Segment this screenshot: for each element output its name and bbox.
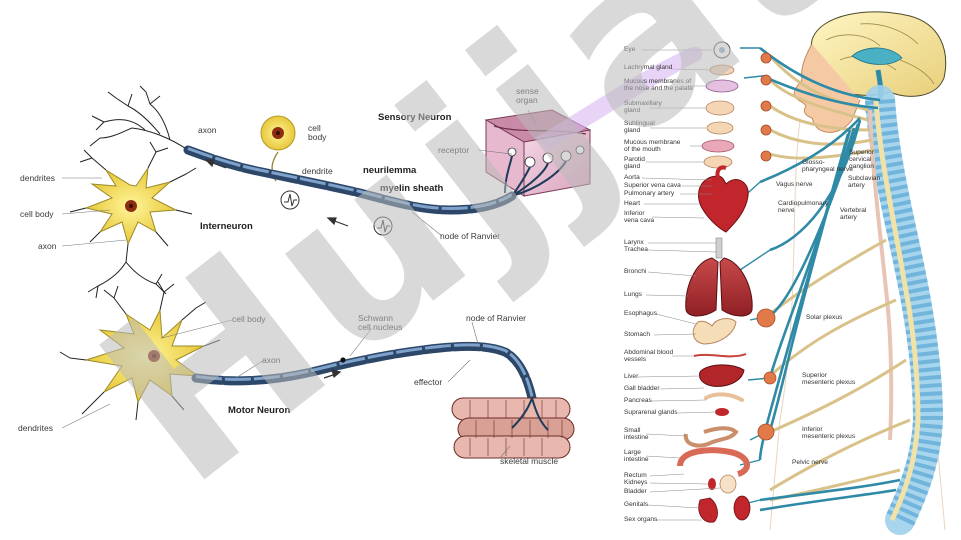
label-eye: Eye [624, 46, 636, 53]
motor-neuron-title: Motor Neuron [228, 405, 291, 416]
label-inferior-mesenteric-plexus: Inferior mesenteric plexus [802, 426, 856, 440]
label-sex-organs: Sex organs [624, 516, 658, 523]
impulse-icon [280, 190, 393, 236]
label-glossopharyngeal-nerve: Glosso- pharyngeal nerve [802, 159, 853, 173]
label-effector: effector [414, 377, 443, 387]
label-bronchi: Bronchi [624, 268, 647, 275]
label-genitals: Genitals [624, 501, 649, 508]
label-liver: Liver [624, 373, 639, 380]
label-mucous-mouth: Mucous membrane of the mouth [624, 139, 681, 153]
label-pelvic-nerve: Pelvic nerve [792, 459, 828, 466]
label-axon-motor: axon [262, 355, 281, 365]
label-cell-body-left: cell body [20, 209, 54, 219]
label-kidneys: Kidneys [624, 479, 648, 486]
label-rectum: Rectum [624, 472, 647, 479]
label-receptor: receptor [438, 145, 470, 155]
label-superior-cervical-ganglion: Superior cervical ganglion [849, 149, 874, 170]
ganglia [756, 52, 777, 441]
label-inferior-vena-cava: Inferior vena cava [624, 210, 655, 224]
label-cell-body-motor: cell body [232, 314, 266, 324]
label-solar-plexus: Solar plexus [806, 314, 843, 321]
label-dendrite: dendrite [302, 166, 333, 176]
label-mucous-nose-palate: Mucous membranes of the nose and the pal… [624, 78, 693, 92]
label-dendrites-bottom: dendrites [18, 423, 53, 433]
label-axon-left: axon [38, 241, 57, 251]
sensory-neuron-title: Sensory Neuron [378, 112, 452, 123]
label-esophagus: Esophagus [624, 310, 657, 317]
neuron-leader-lines [61, 109, 537, 459]
label-vertebral-artery: Vertebral artery [840, 207, 867, 221]
autonomic-system [637, 11, 947, 535]
label-small-intestine: Small intestine [624, 427, 649, 441]
sensory-cell-body [260, 115, 296, 182]
spinal-column [865, 85, 944, 535]
label-superior-mesenteric-plexus: Superior mesenteric plexus [802, 372, 856, 386]
label-vagus-nerve: Vagus nerve [776, 181, 813, 188]
label-lachrymal-gland: Lachrymal gland [624, 64, 673, 71]
label-node-of-ranvier-top: node of Ranvier [440, 231, 501, 241]
label-abdominal-blood-vessels: Abdominal blood vessels [624, 349, 674, 363]
impulse-arrows [204, 159, 349, 379]
interneuron-title: Interneuron [200, 221, 253, 232]
label-suprarenal-glands: Suprarenal glands [624, 409, 678, 416]
label-submaxillary-gland: Submaxillary gland [624, 100, 662, 114]
label-dendrites-left: dendrites [20, 173, 55, 183]
motor-axon [191, 341, 537, 403]
label-stomach: Stomach [624, 331, 651, 338]
sensory-axon [183, 145, 517, 215]
label-larynx: Larynx [624, 239, 644, 246]
label-gall-bladder: Gall bladder [624, 385, 660, 392]
label-cell-body-top: cell body [308, 123, 327, 142]
skeletal-muscle [451, 397, 575, 459]
label-parotid-gland: Parotid gland [624, 156, 645, 170]
label-bladder: Bladder [624, 488, 647, 495]
label-cardiopulmonary-nerve: Cardiopulmonary nerve [778, 200, 829, 214]
label-pancreas: Pancreas [624, 397, 652, 404]
motor-neuron [59, 281, 221, 421]
label-superior-vena-cava: Superior vena cava [624, 182, 681, 189]
brain [810, 11, 947, 101]
nerve-network [739, 46, 911, 512]
label-pulmonary-artery: Pulmonary artery [624, 190, 675, 197]
label-myelin-sheath: myelin sheath [380, 183, 444, 194]
label-sense-organ: sense organ [516, 86, 539, 105]
label-axon-top: axon [198, 125, 217, 135]
label-subclavian-artery: Subclavian artery [848, 175, 881, 189]
label-schwann-cell-nucleus: Schwann cell nucleus [358, 313, 403, 332]
label-sublingual-gland: Sublingual gland [624, 120, 655, 134]
label-heart: Heart [624, 200, 641, 207]
sensory-dendrite-tree [89, 85, 189, 151]
organs [677, 41, 753, 523]
interneuron [69, 141, 197, 299]
label-node-of-ranvier-bottom: node of Ranvier [466, 313, 527, 323]
label-trachea: Trachea [624, 246, 648, 253]
label-skeletal-muscle: skeletal muscle [500, 456, 559, 466]
label-aorta: Aorta [624, 174, 640, 181]
label-large-intestine: Large intestine [624, 449, 649, 463]
label-lungs: Lungs [624, 291, 642, 298]
label-neurilemma: neurilemma [363, 165, 417, 176]
